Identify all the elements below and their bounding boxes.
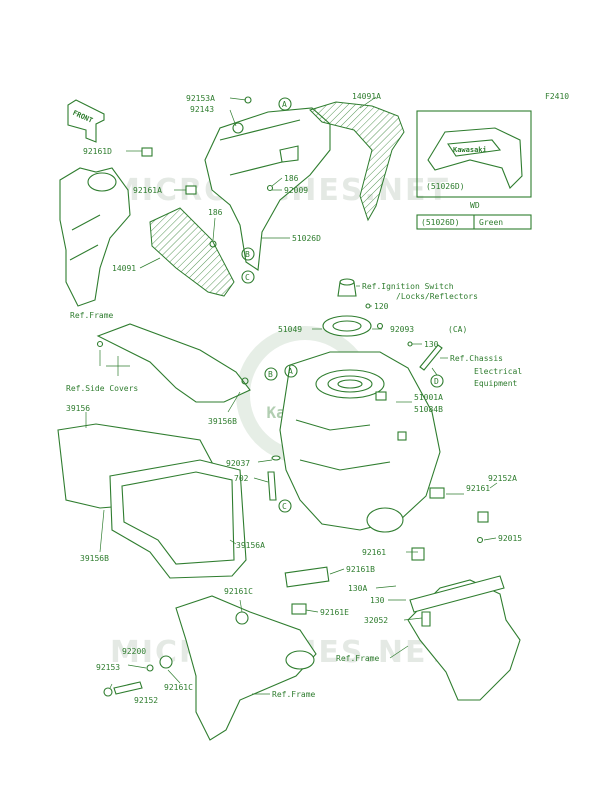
fuel-tank	[279, 351, 441, 533]
label-ref-chassis-2: Electrical	[474, 367, 522, 376]
pin-parts	[267, 455, 281, 501]
label-ref-chassis-3: Equipment	[474, 379, 518, 388]
label-92153: 92153	[96, 663, 120, 672]
label-92015: 92015	[498, 534, 522, 543]
label-702: 702	[234, 474, 249, 483]
front-arrow: FRONT	[67, 99, 105, 143]
label-ref-chassis-1: Ref.Chassis	[450, 354, 503, 363]
label-92161C-top: 92161C	[224, 587, 253, 596]
label-ref-frame-bottom: Ref.Frame	[272, 690, 316, 699]
callout-D: D	[434, 377, 439, 386]
label-51026D: 51026D	[292, 234, 321, 243]
label-92161-mid: 92161	[362, 548, 386, 557]
label-130-top: 130	[424, 340, 439, 349]
callout-A-top: A	[282, 100, 287, 109]
inset-table-color: Green	[479, 218, 503, 227]
label-92153A: 92153A	[186, 94, 215, 103]
leader-lines	[85, 96, 498, 695]
label-ref-frame-right: Ref.Frame	[336, 654, 380, 663]
label-130A: 130A	[348, 584, 367, 593]
label-ref-ignition-1: Ref.Ignition Switch	[362, 282, 454, 291]
label-92009: 92009	[284, 186, 308, 195]
heat-shields	[57, 423, 247, 579]
callout-B-mid: B	[268, 370, 273, 379]
label-92161B: 92161B	[346, 565, 375, 574]
label-120: 120	[374, 302, 389, 311]
top-cover-assembly	[141, 96, 405, 297]
label-92093-ca: (CA)	[448, 325, 467, 334]
label-ref-ignition-2: /Locks/Reflectors	[396, 292, 478, 301]
label-92152: 92152	[134, 696, 158, 705]
label-92161E: 92161E	[320, 608, 349, 617]
label-92037: 92037	[226, 459, 250, 468]
label-51084B: 51084B	[414, 405, 443, 414]
inset-variant: Kawasaki (51026D) WD (51026D) Green	[416, 110, 532, 230]
label-92161A: 92161A	[133, 186, 162, 195]
label-186-top: 186	[284, 174, 299, 183]
callout-C-bot: C	[282, 502, 287, 511]
inset-table-part: (51026D)	[421, 218, 460, 227]
label-39156B-bottom: 39156B	[80, 554, 109, 563]
label-39156: 39156	[66, 404, 90, 413]
label-92143: 92143	[190, 105, 214, 114]
label-14091: 14091	[112, 264, 136, 273]
label-92152A: 92152A	[488, 474, 517, 483]
inset-variant-code: WD	[470, 201, 480, 210]
label-92161C-bottom: 92161C	[164, 683, 193, 692]
label-92161-right: 92161	[466, 484, 490, 493]
frame-front	[59, 167, 131, 307]
label-14091A: 14091A	[352, 92, 381, 101]
label-51049: 51049	[278, 325, 302, 334]
label-92093: 92093	[390, 325, 414, 334]
callout-markers: A B C B A D C	[241, 97, 444, 513]
label-130-bottom: 130	[370, 596, 385, 605]
label-ref-side-covers: Ref.Side Covers	[66, 384, 138, 393]
label-92161D: 92161D	[83, 147, 112, 156]
label-92200: 92200	[122, 647, 146, 656]
tank-cap	[322, 278, 443, 371]
inset-part-ref: (51026D)	[426, 182, 465, 191]
inset-brand-text: Kawasaki	[453, 146, 487, 154]
label-51001A: 51001A	[414, 393, 443, 402]
label-ref-frame-top: Ref.Frame	[70, 311, 114, 320]
callout-C-top: C	[245, 273, 250, 282]
label-186-side: 186	[208, 208, 223, 217]
label-39156B-top: 39156B	[208, 417, 237, 426]
rear-bracket	[407, 487, 521, 701]
frame-lower	[103, 566, 330, 741]
callout-B-top: B	[245, 250, 250, 259]
part-labels: 92153A 92143 14091A 92161D 186 92009 921…	[66, 92, 522, 705]
label-39156A: 39156A	[236, 541, 265, 550]
side-cover	[96, 323, 251, 403]
callout-A-mid: A	[288, 367, 293, 376]
figure-code: F2410	[545, 92, 569, 101]
label-32052: 32052	[364, 616, 388, 625]
